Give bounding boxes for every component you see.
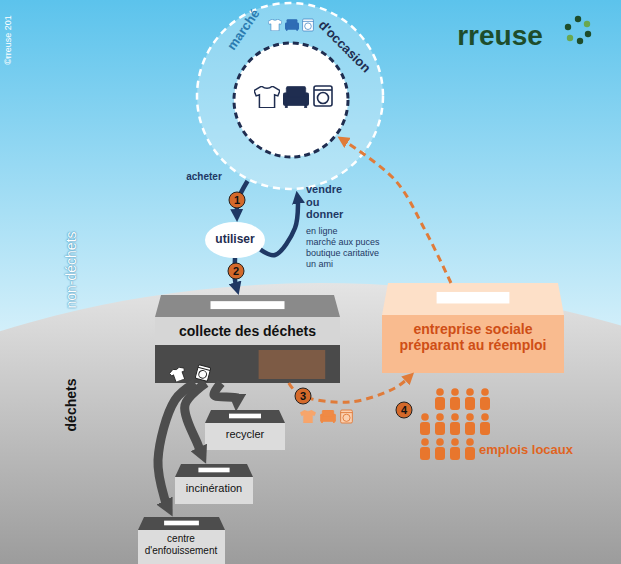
shirt-icon [268,19,282,31]
channel-item: boutique caritative [306,249,379,259]
bin-lid [382,283,564,315]
logo-text: rreuse [457,21,543,52]
bin-front [175,477,253,504]
person-icon [435,413,445,435]
market-icons [254,86,332,108]
circle-outline [197,3,383,189]
logo-dots [565,16,591,44]
person-icon [465,438,475,460]
bin-slot [437,292,510,304]
zone-label: déchets [64,379,79,432]
washer-icon [303,19,314,31]
bin-slot [229,414,261,419]
ground [0,283,621,564]
bin-front [138,530,225,564]
bin-lid [205,410,285,423]
person-icon [450,388,460,410]
person-icon [435,438,445,460]
node-text: entreprise sociale préparant au réemploi [388,321,558,353]
person-icon [480,388,490,410]
bin-lid [175,464,253,477]
bin-front [155,345,340,383]
shirt-icon [169,366,188,384]
bin-front [205,423,285,450]
bin-band [155,317,340,345]
channel-item: marché aux puces [306,238,380,248]
flow-arrow [214,383,237,400]
market-icons-small [268,19,313,31]
edge-label: acheter [186,171,222,182]
shirt-icon [300,410,316,423]
shirt-icon [254,86,280,108]
flow-arrow [343,140,451,283]
flow-arrow [185,383,206,454]
person-icon [465,388,475,410]
social-enterprise-box: entreprise sociale préparant au réemploi [382,283,564,373]
bin-slot [198,468,229,473]
use-ellipse: utiliser [205,222,265,258]
reuse-icons [300,410,352,423]
person-icon [465,413,475,435]
callout-number: 3 [295,388,312,405]
node-text: centre d'enfouissement [144,533,219,556]
bin-window [259,350,326,379]
washer-icon [195,365,211,382]
washer-icon [341,410,353,423]
sofa-icon [285,19,299,31]
node-text: utiliser [215,233,254,247]
bin-front [382,315,564,373]
flow-arrow [158,383,195,507]
person-icon [420,413,430,435]
node-text: collecte des déchets [179,323,316,339]
callout-number: 1 [229,192,246,209]
ellipse-fill [205,222,265,258]
person-icon [435,388,445,410]
person-icon [480,413,490,435]
bin-slot [164,521,199,526]
circle-outline [234,43,348,157]
falling-waste-icons [169,365,211,384]
node-text: incinération [186,482,242,495]
callout-number: 4 [396,402,413,419]
person-icon [450,438,460,460]
incineration-bin: incinération [175,464,253,504]
channel-item: en ligne [306,227,338,237]
edge-label: vendre ou donner [306,183,354,221]
zone-label: non-déchets [64,231,79,308]
washer-icon [314,86,332,106]
jobs-label: emplois locaux [479,443,573,457]
bin-slot [211,301,285,309]
node-text: recycler [226,428,265,441]
bin-lid [138,517,225,530]
person-icon [450,413,460,435]
copyright-watermark: ©rreuse 201 [4,15,14,65]
person-icon [420,438,430,460]
bin-lid [155,295,340,317]
landfill-bin: centre d'enfouissement [138,517,225,564]
callout-number: 2 [228,263,245,280]
sofa-icon [320,410,336,423]
channel-item: un ami [306,260,333,270]
flow-arrow [260,198,298,255]
sofa-icon [283,86,309,108]
recycle-bin: recycler [205,410,285,450]
